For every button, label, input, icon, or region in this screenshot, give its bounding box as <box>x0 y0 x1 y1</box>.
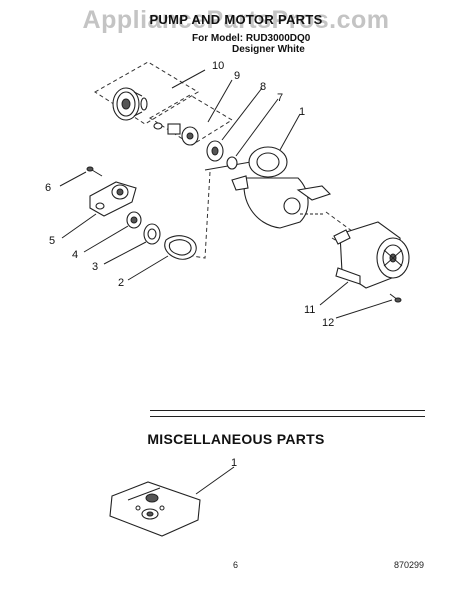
part-9-shaft <box>167 123 199 146</box>
doc-number: 870299 <box>394 560 425 570</box>
callout-5: 5 <box>49 235 55 247</box>
part-10-impeller <box>112 87 148 121</box>
part-5-bracket <box>89 181 137 217</box>
finish-line: Designer White <box>232 44 305 55</box>
page-title: PUMP AND MOTOR PARTS <box>149 12 323 27</box>
misc-section-title: MISCELLANEOUS PARTS <box>147 431 325 447</box>
part-2-gasket <box>164 235 197 260</box>
callout-4: 4 <box>72 249 78 261</box>
group-box-10 <box>94 61 199 125</box>
callout-3: 3 <box>92 261 98 273</box>
page-number: 6 <box>233 560 239 570</box>
part-1-pump-housing <box>231 146 332 229</box>
callout-2: 2 <box>118 277 124 289</box>
section-divider-bottom <box>150 416 425 417</box>
callout-9: 9 <box>234 70 240 82</box>
part-12-screw <box>389 293 402 303</box>
callout-7: 7 <box>277 92 283 104</box>
part-8-seal <box>206 140 224 162</box>
alignment-line <box>167 171 211 259</box>
watermark: AppliancePartsPros.com <box>82 6 390 34</box>
callout-11: 11 <box>304 304 315 316</box>
group-box-9 <box>149 94 233 146</box>
misc-part-1-packet <box>109 481 201 537</box>
model-line: For Model: RUD3000DQ0 <box>192 33 311 44</box>
callout-8: 8 <box>260 81 266 93</box>
part-11-motor <box>333 221 410 289</box>
part-3-seal <box>143 223 161 245</box>
misc-callout-1: 1 <box>231 457 237 469</box>
callout-10: 10 <box>212 60 224 72</box>
callout-1: 1 <box>299 106 305 118</box>
part-10-washer <box>153 122 163 130</box>
part-4-washer <box>126 211 142 229</box>
part-6-screw <box>86 166 103 177</box>
part-7-ring <box>226 156 238 170</box>
section-divider-top <box>150 410 425 411</box>
callout-12: 12 <box>322 317 334 329</box>
callout-6: 6 <box>45 182 51 194</box>
